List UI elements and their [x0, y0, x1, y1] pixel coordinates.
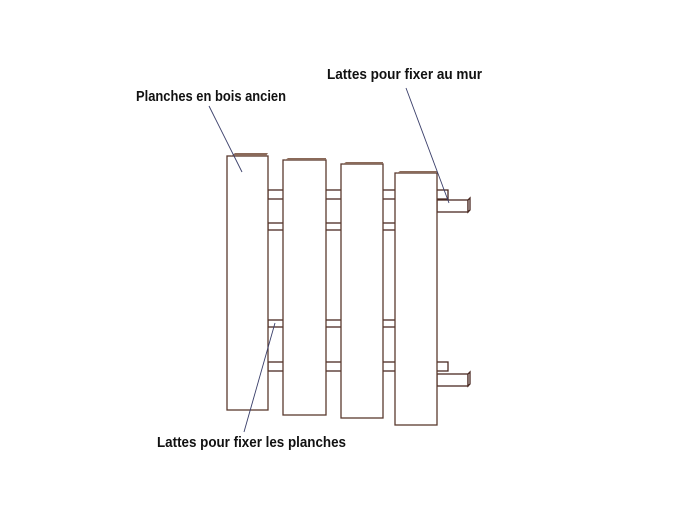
leader-plank-slats [243, 322, 276, 433]
wall-slats [436, 196, 471, 388]
wall-slat-bottom [436, 373, 469, 387]
leader-planks [208, 105, 243, 173]
plank-4 [394, 172, 438, 426]
plank-1-top-edge [231, 153, 268, 156]
plank-2-top-edge [285, 158, 326, 160]
leader-wall-slats [405, 87, 450, 204]
planks [226, 153, 438, 426]
wall-slat-bottom-end [467, 370, 471, 388]
wall-slat-top [436, 199, 469, 213]
plank-4-top-edge [397, 171, 437, 173]
plank-1 [226, 155, 269, 411]
label-wall-slats: Lattes pour fixer au mur [327, 66, 482, 83]
label-planks: Planches en bois ancien [136, 88, 286, 105]
plank-3 [340, 163, 384, 419]
plank-2 [282, 159, 327, 416]
plank-3-top-edge [343, 162, 383, 164]
wall-slat-top-end [467, 196, 471, 214]
label-plank-slats: Lattes pour fixer les planches [157, 434, 346, 451]
